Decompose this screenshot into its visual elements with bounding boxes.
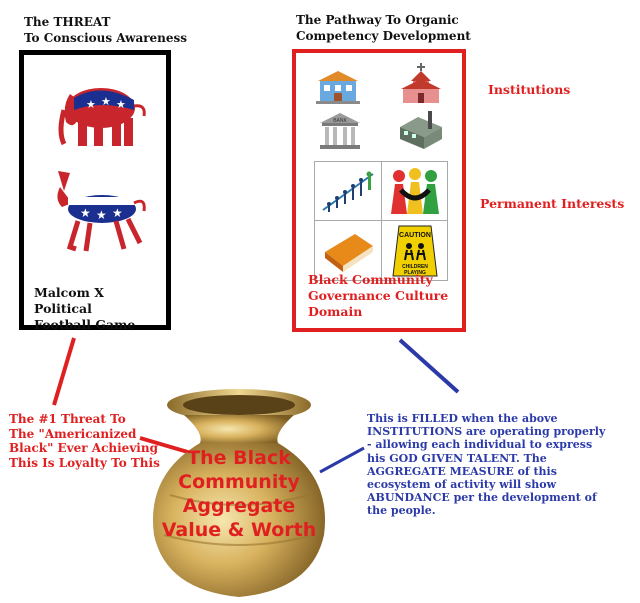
svg-text:★: ★ (80, 206, 91, 220)
threat-text: The #1 Threat To The "Americanized Black… (9, 412, 160, 470)
growth-people-icon (321, 168, 377, 214)
connector-right (400, 340, 458, 392)
caution-sign-icon: CAUTION CHILDREN PLAYING (389, 224, 441, 278)
democratic-donkey-icon: ★ ★ ★ (50, 167, 150, 259)
svg-text:★: ★ (116, 98, 126, 111)
pot-text: The Black Community Aggregate Value & Wo… (150, 446, 328, 542)
svg-text:BANK: BANK (333, 118, 347, 124)
svg-text:★: ★ (112, 206, 123, 220)
svg-text:★: ★ (86, 98, 96, 111)
pathway-box: BANK (292, 49, 466, 332)
factory-icon (398, 109, 444, 151)
filled-explanation: This is FILLED when the above INSTITUTIO… (367, 412, 605, 518)
interests-grid: CAUTION CHILDREN PLAYING (314, 161, 448, 281)
threat-box: ★ ★ ★ ★ ★ ★ Malcom X Political Football … (19, 50, 171, 330)
label-permanent-interests: Permanent Interests (480, 196, 624, 211)
svg-text:★: ★ (96, 208, 107, 222)
label-institutions: Institutions (488, 82, 570, 97)
svg-text:★: ★ (101, 95, 111, 108)
book-icon (321, 228, 377, 274)
right-title: The Pathway To Organic Competency Develo… (296, 12, 471, 44)
school-building-icon (314, 69, 362, 105)
right-box-caption: Black Community Governance Culture Domai… (308, 272, 448, 320)
svg-text:CAUTION: CAUTION (399, 232, 431, 239)
republican-elephant-icon: ★ ★ ★ (56, 70, 148, 152)
church-icon (399, 63, 443, 105)
left-box-caption: Malcom X Political Football Game (34, 285, 166, 333)
connector-left (54, 338, 74, 405)
left-title: The THREAT To Conscious Awareness (24, 14, 187, 46)
bank-icon: BANK (318, 111, 362, 151)
community-people-icon (387, 166, 443, 216)
